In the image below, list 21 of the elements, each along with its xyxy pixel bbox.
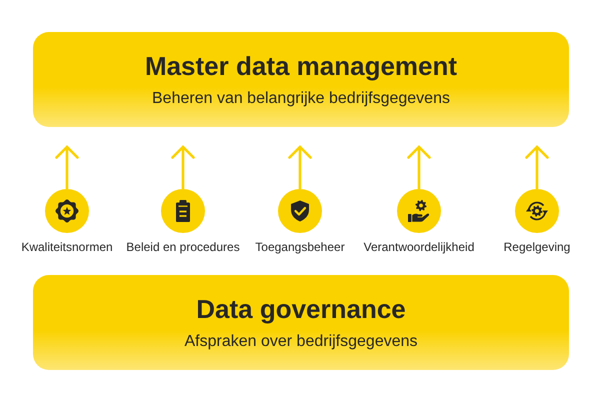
node-label: Beleid en procedures (126, 240, 240, 255)
arrow (525, 146, 549, 189)
arrow (407, 146, 431, 189)
node-label: Toegangsbeheer (255, 240, 345, 255)
title-band (33, 275, 569, 370)
band-subtitle: Beheren van belangrijke bedrijfsgegevens (152, 88, 450, 108)
circle-node (45, 189, 89, 233)
arrow (288, 146, 312, 189)
band-subtitle: Afspraken over bedrijfsgegevens (184, 332, 418, 352)
band-title: Data governance (196, 294, 406, 324)
node-label: Regelgeving (504, 240, 570, 255)
band-title: Master data management (144, 50, 458, 80)
node-label: Kwaliteitsnormen (21, 240, 113, 255)
arrow (55, 146, 79, 189)
circle-node (278, 189, 322, 233)
circle-node (515, 189, 559, 233)
circle-node (397, 189, 441, 233)
arrow (171, 146, 195, 189)
circle-node (161, 189, 205, 233)
node-label: Verantwoordelijkheid (364, 240, 474, 255)
title-band (33, 32, 569, 127)
